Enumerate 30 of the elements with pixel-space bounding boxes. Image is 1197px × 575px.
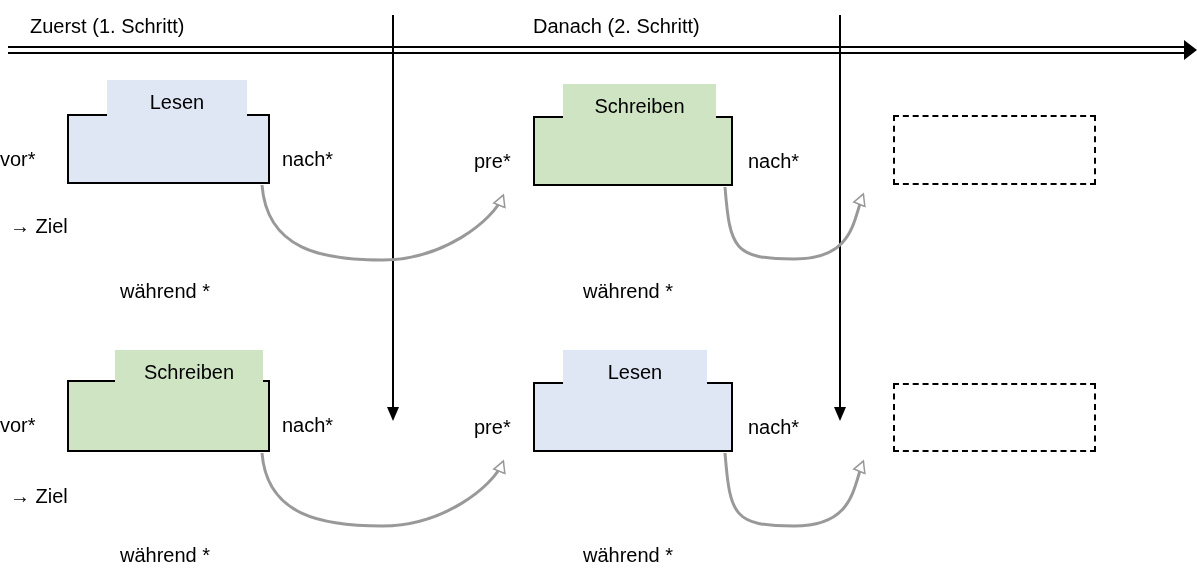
box-title: Lesen	[606, 362, 664, 382]
side-label: vor*	[0, 149, 36, 169]
box-title: Lesen	[148, 92, 206, 112]
text-label: während *	[120, 279, 211, 304]
tabbed-box	[533, 350, 733, 452]
text-label: Danach (2. Schritt)	[533, 14, 700, 39]
text-label: → Ziel	[10, 214, 68, 239]
empty-box	[893, 383, 1096, 452]
side-label: pre*	[474, 151, 511, 171]
box-title: Schreiben	[593, 96, 686, 116]
text-label: während *	[120, 543, 211, 568]
text-label: während *	[583, 543, 674, 568]
tabbed-box	[67, 350, 270, 452]
side-label: vor*	[0, 415, 36, 435]
box-title: Schreiben	[142, 362, 236, 382]
tabbed-box	[533, 84, 733, 186]
side-label: nach*	[282, 415, 334, 435]
tabbed-box	[67, 80, 270, 184]
side-label: nach*	[748, 417, 800, 437]
text-label: während *	[583, 279, 674, 304]
empty-box	[893, 115, 1096, 185]
text-label: → Ziel	[10, 484, 68, 509]
curved-arrow	[723, 186, 867, 261]
side-label: nach*	[748, 151, 800, 171]
text-label: Zuerst (1. Schritt)	[30, 14, 185, 39]
side-label: nach*	[282, 149, 334, 169]
curved-arrow	[260, 184, 505, 262]
curved-arrow	[723, 452, 867, 528]
curved-arrow	[260, 452, 505, 528]
side-label: pre*	[474, 417, 511, 437]
